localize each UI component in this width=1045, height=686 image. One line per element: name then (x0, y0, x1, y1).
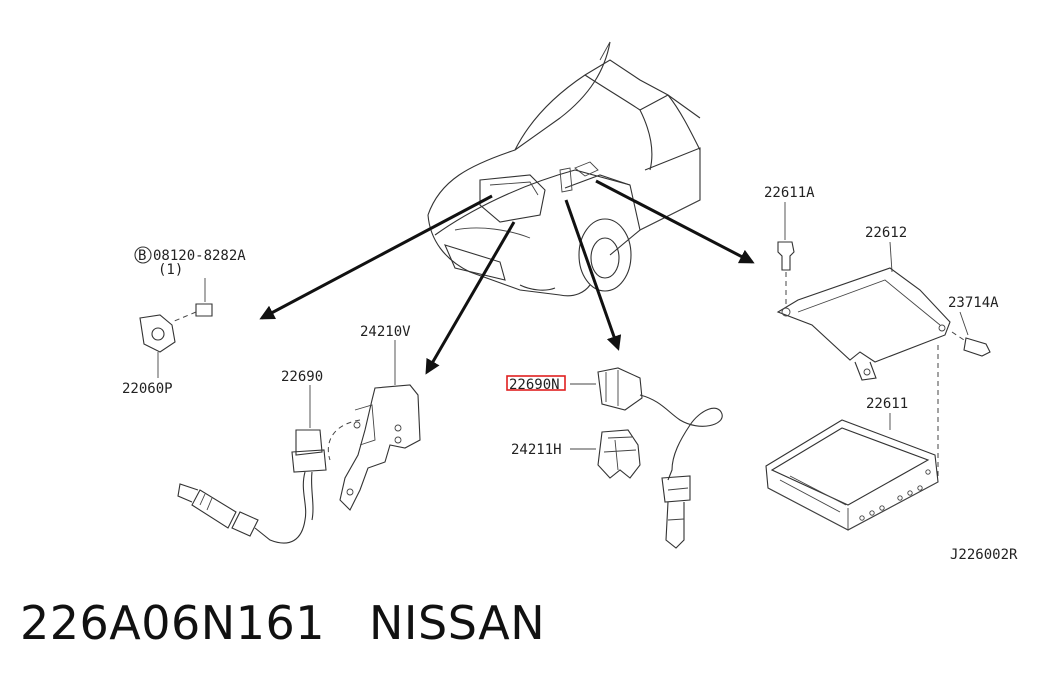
pointer-arrows (259, 179, 755, 375)
bracket-group: 24210V (327, 324, 421, 511)
brand-name: NISSAN (369, 596, 546, 650)
label-bracket: 24210V (360, 324, 411, 340)
car-illustration (427, 41, 701, 297)
ecm-bracket-group: 22611A 22612 23714A (764, 185, 999, 480)
knock-sensor-group: B 08120-8282A (1) 22060P (122, 246, 246, 397)
highlight-box (506, 375, 566, 391)
label-bolt-part: 08120-8282A (153, 248, 246, 264)
ecm-group: 22611 (765, 396, 939, 531)
label-rear-sensor: 22690N (509, 377, 560, 393)
clip-group: 24211H (511, 429, 641, 479)
label-bolt-qty: (1) (158, 262, 183, 278)
label-front-sensor: 22690 (281, 369, 323, 385)
rear-sensor-group: 22690N (506, 367, 723, 549)
parts-diagram: B 08120-8282A (1) 22060P 24210V 22690 (122, 41, 1018, 563)
part-number: 226A06N161 (20, 596, 326, 650)
label-ecm-bolt: 22611A (764, 185, 815, 201)
label-clip: 24211H (511, 442, 562, 458)
caption-footer: 226A06N161 NISSAN (20, 596, 589, 650)
diagram-reference: J226002R (950, 547, 1018, 563)
label-ecm: 22611 (866, 396, 908, 412)
bolt-circle-letter: B (138, 248, 146, 264)
label-knock-sensor: 22060P (122, 381, 173, 397)
label-ecm-bracket: 22612 (865, 225, 907, 241)
front-sensor-group: 22690 (177, 369, 327, 544)
label-ecm-screw: 23714A (948, 295, 999, 311)
